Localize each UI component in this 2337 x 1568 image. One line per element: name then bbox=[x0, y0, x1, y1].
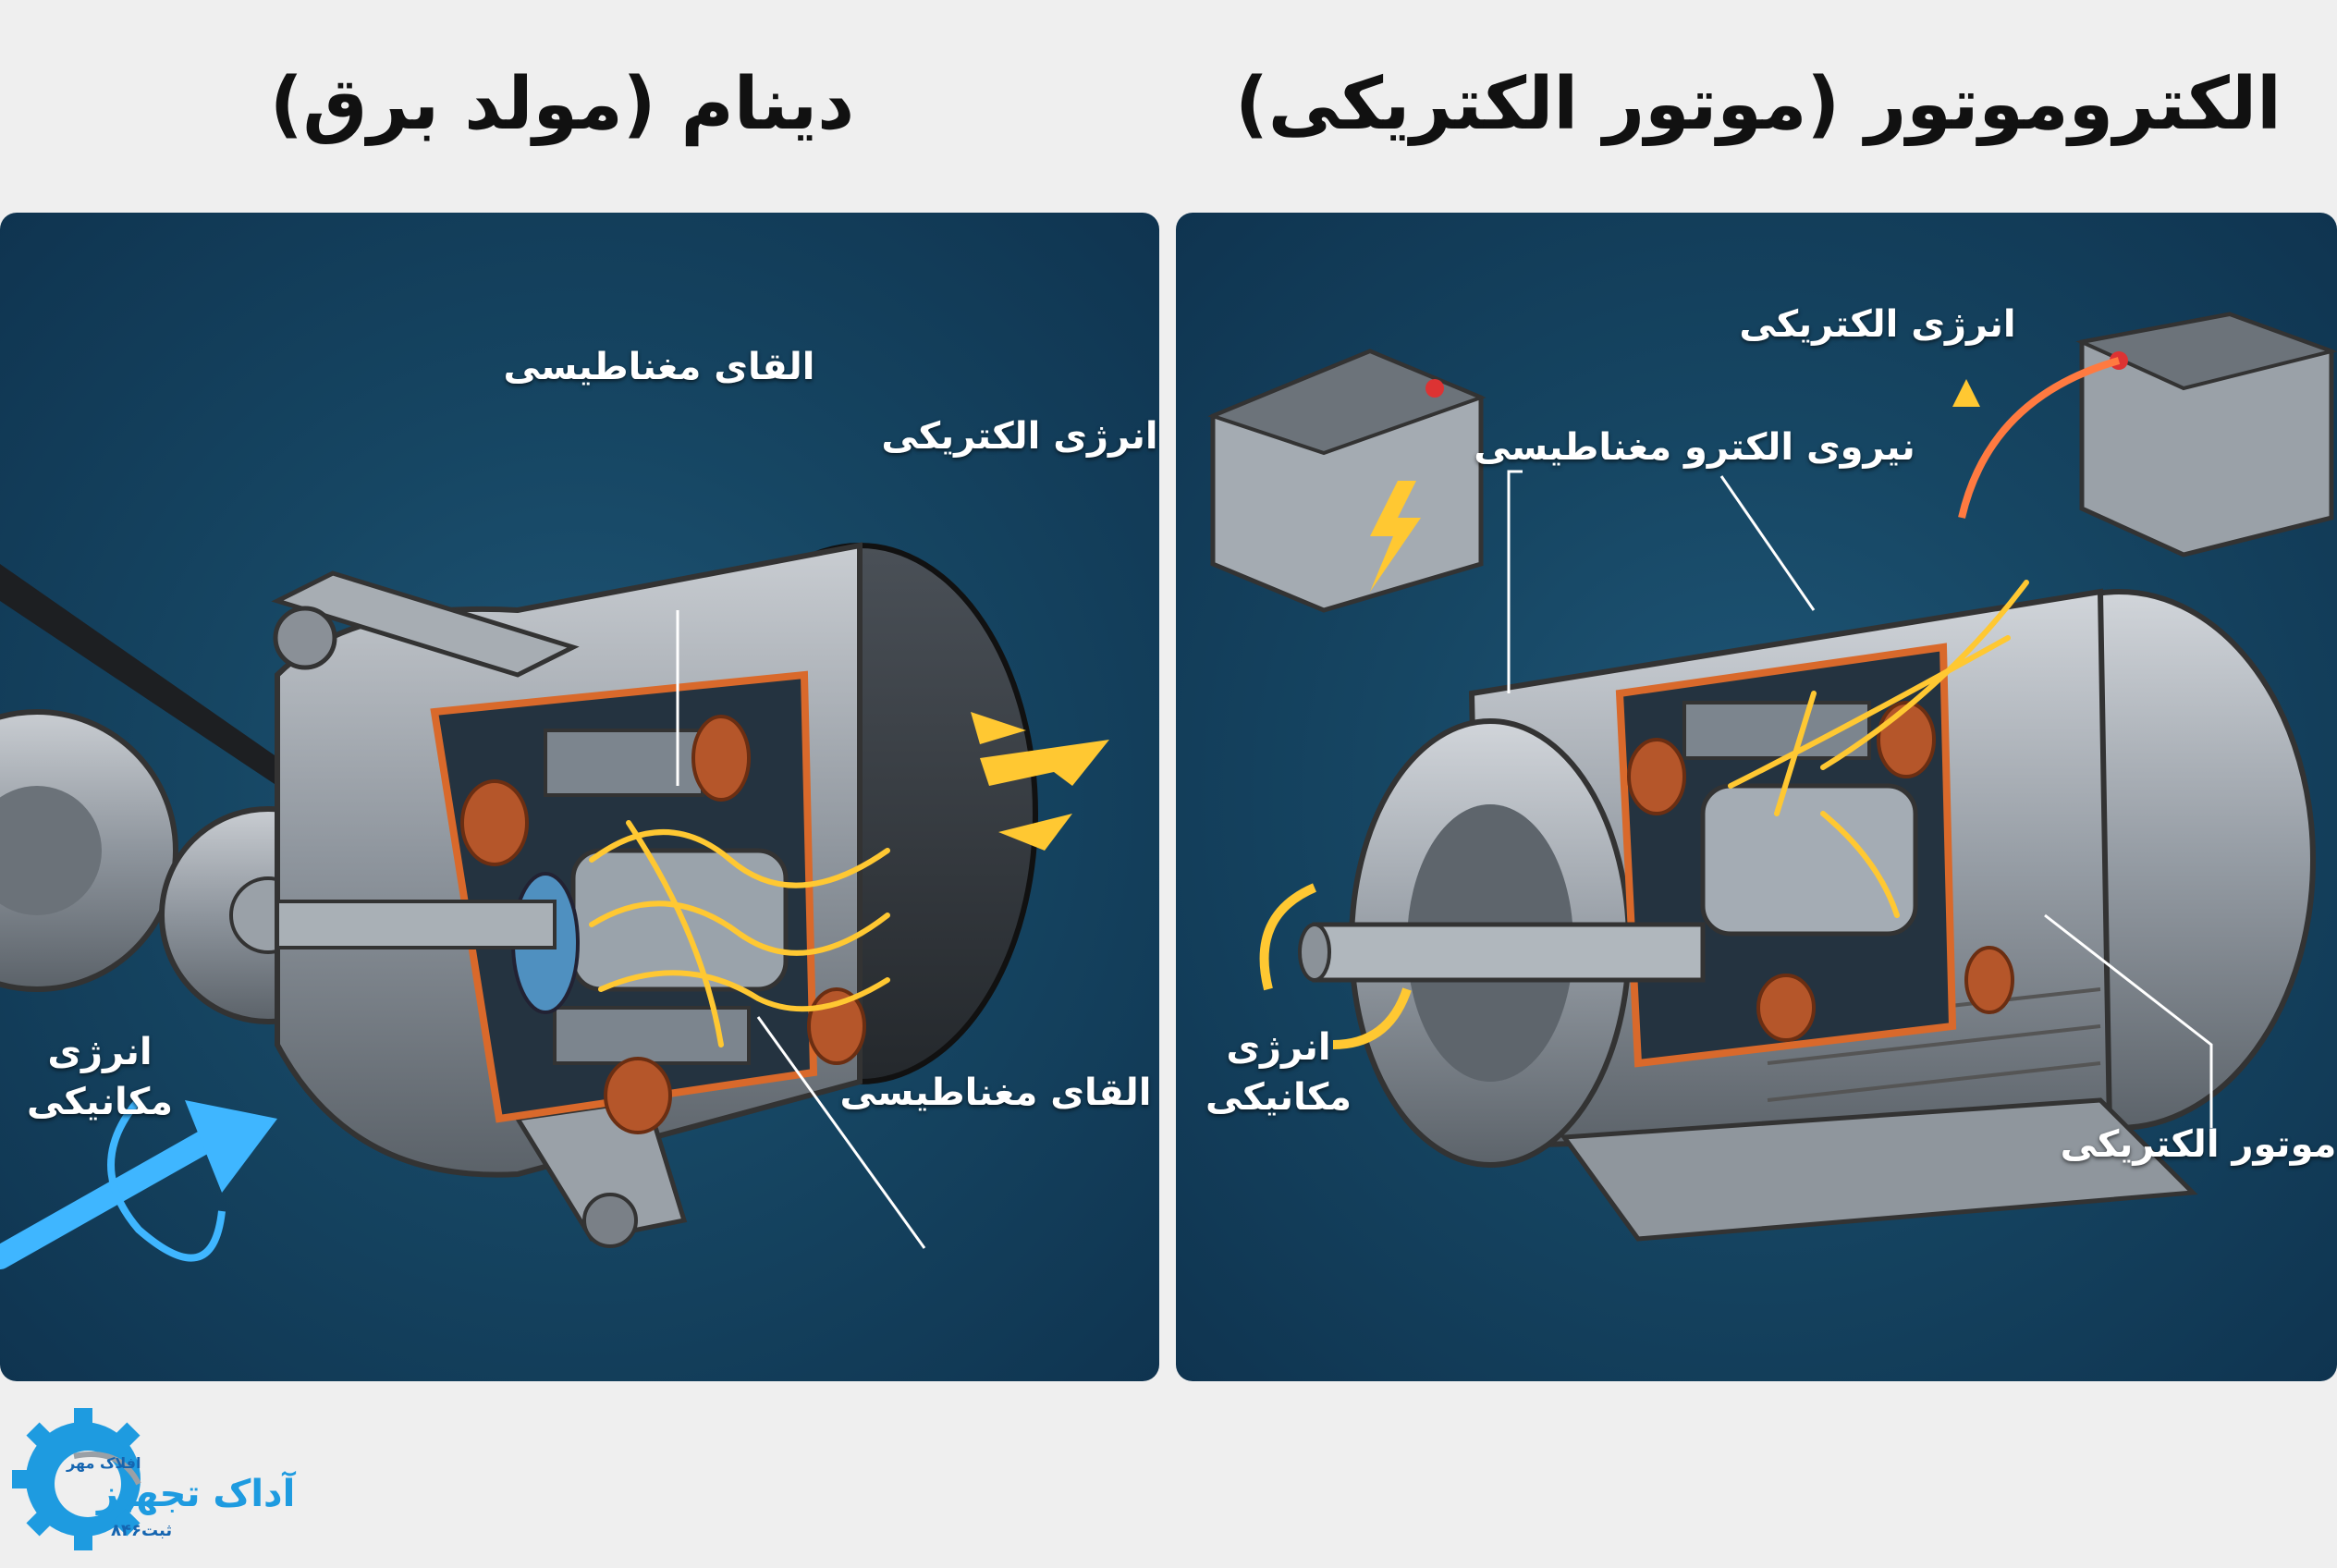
flux-lines bbox=[589, 820, 890, 1047]
motor-base bbox=[1560, 1097, 2198, 1242]
electromotor-title: الکتروموتور (موتور الکتریکی) bbox=[1235, 63, 2282, 146]
label-line: مکانیکی bbox=[26, 1081, 174, 1123]
label-electric-energy: انرژی الکتریکی bbox=[1739, 303, 2016, 346]
dynamo-illustration bbox=[0, 542, 1109, 1269]
current-wire bbox=[1958, 357, 2121, 519]
label-electric-motor: موتور الکتریکی bbox=[2060, 1123, 2337, 1166]
electromotor-illustration bbox=[1207, 312, 2337, 1242]
leader-lines bbox=[1507, 470, 2213, 1128]
rotor bbox=[1700, 783, 1918, 937]
label-electromagnetic-force: نیروی الکترو مغناطیسی bbox=[1474, 426, 1915, 469]
label-magnetic-induction-top: القای مغناطیسی bbox=[503, 346, 815, 388]
label-line: انرژی bbox=[1226, 1026, 1331, 1069]
label-electric-energy: انرژی الکتریکی bbox=[881, 415, 1158, 458]
gear-icon bbox=[12, 1408, 141, 1550]
label-line: مکانیکی bbox=[1205, 1076, 1352, 1119]
mechanical-rotation-arrows bbox=[1259, 883, 1412, 1049]
company-logo: افلاک مهر آداک تجهیز ثبت۸۴۶ bbox=[9, 1391, 314, 1558]
leader-lines bbox=[676, 610, 926, 1249]
mechanical-energy-arrow bbox=[0, 1097, 277, 1269]
copper-coils bbox=[460, 715, 866, 1134]
logo-subtitle: افلاک مهر bbox=[67, 1454, 141, 1472]
dynamo-panel: القای مغناطیسی انرژی الکتریکی القای مغنا… bbox=[0, 213, 1159, 1381]
label-mechanical-energy: انرژی مکانیکی bbox=[27, 1027, 173, 1127]
force-lines bbox=[1728, 580, 2029, 918]
battery-left bbox=[1207, 349, 1487, 613]
battery-right bbox=[2075, 312, 2337, 557]
electromotor-panel: انرژی الکتریکی نیروی الکترو مغناطیسی موت… bbox=[1176, 213, 2337, 1381]
shaft bbox=[1312, 922, 1706, 983]
shaft bbox=[275, 900, 557, 949]
logo-name: آداک تجهیز bbox=[97, 1473, 296, 1515]
label-mechanical-energy: انرژی مکانیکی bbox=[1205, 1023, 1352, 1122]
electric-energy-arrows bbox=[971, 712, 1109, 851]
label-magnetic-induction-bottom: القای مغناطیسی bbox=[839, 1072, 1152, 1114]
label-line: انرژی bbox=[47, 1031, 153, 1073]
logo-registration: ثبت۸۴۶ bbox=[111, 1521, 173, 1540]
dynamo-title: دینام (مولد برق) bbox=[269, 63, 855, 146]
